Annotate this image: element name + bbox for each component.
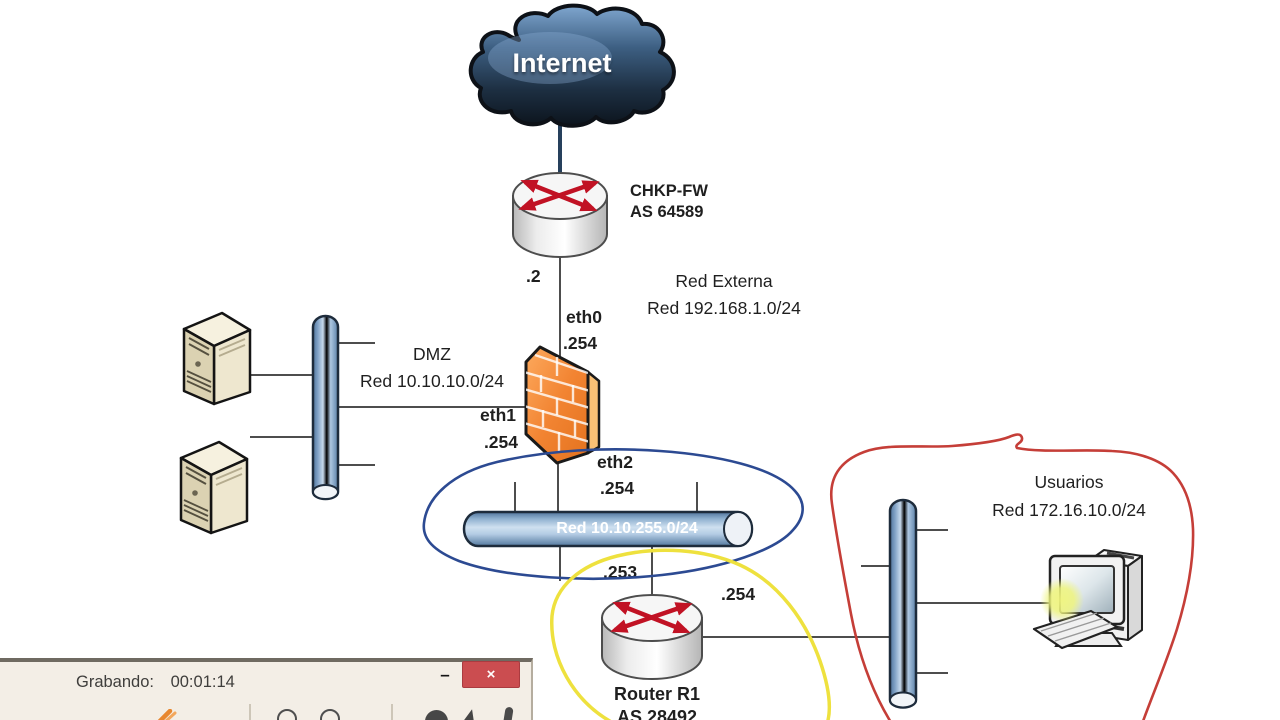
- recorder-time: 00:01:14: [170, 673, 235, 691]
- zoom-icon[interactable]: [320, 709, 340, 720]
- transit-bus-label: Red 10.10.255.0/24: [556, 520, 698, 537]
- red-externa-title: Red Externa: [675, 271, 773, 291]
- close-button[interactable]: ×: [462, 661, 520, 688]
- dmz-title: DMZ: [413, 344, 451, 364]
- toolbar-divider: [391, 704, 393, 720]
- chkp-fw-as: AS 64589: [630, 203, 704, 221]
- pen-icon[interactable]: [502, 706, 514, 720]
- clock-icon[interactable]: [277, 709, 297, 720]
- dmz-label: DMZ Red 10.10.10.0/24: [360, 341, 504, 395]
- router-r1-label: Router R1 AS 28492: [614, 683, 700, 720]
- dmz-subnet: Red 10.10.10.0/24: [359, 371, 505, 391]
- close-icon: ×: [486, 666, 496, 683]
- router-r1-as: AS 28492: [616, 707, 698, 720]
- eth2-ip-label: .254: [600, 478, 635, 498]
- recorder-status-label: Grabando:: [76, 673, 154, 691]
- eth1-ip-label: .254: [483, 432, 518, 452]
- minimize-button[interactable]: –: [440, 665, 450, 684]
- cursor-icon[interactable]: [461, 707, 479, 720]
- toolbar-divider: [249, 704, 251, 720]
- eth0-ip-label: .254: [563, 333, 598, 353]
- red-externa-subnet: Red 192.168.1.0/24: [647, 298, 801, 318]
- recorder-status: Grabando: 00:01:14: [76, 673, 235, 692]
- eth1-label: eth1: [480, 405, 516, 425]
- eth2-label: eth2: [597, 452, 633, 472]
- usuarios-label: Usuarios Red 172.16.10.0/24: [992, 468, 1146, 524]
- red-externa-label: Red Externa Red 192.168.1.0/24: [647, 268, 801, 322]
- router-r1-name: Router R1: [613, 684, 701, 704]
- r1-uplink-ip-label: .253: [603, 562, 638, 582]
- chkp-wan-ip-label: .2: [526, 266, 541, 286]
- chkp-fw-label: CHKP-FW AS 64589: [630, 181, 708, 223]
- r1-lan-ip-label: .254: [721, 584, 756, 604]
- usuarios-subnet: Red 172.16.10.0/24: [992, 500, 1146, 520]
- recorder-window: Grabando: 00:01:14 – ×: [0, 658, 533, 720]
- eth0-label: eth0: [566, 307, 602, 327]
- orange-pen-icon[interactable]: [155, 708, 179, 720]
- record-dot-icon[interactable]: [425, 710, 448, 720]
- chkp-fw-name: CHKP-FW: [630, 182, 708, 200]
- usuarios-title: Usuarios: [1034, 472, 1104, 492]
- internet-label: Internet: [512, 48, 612, 78]
